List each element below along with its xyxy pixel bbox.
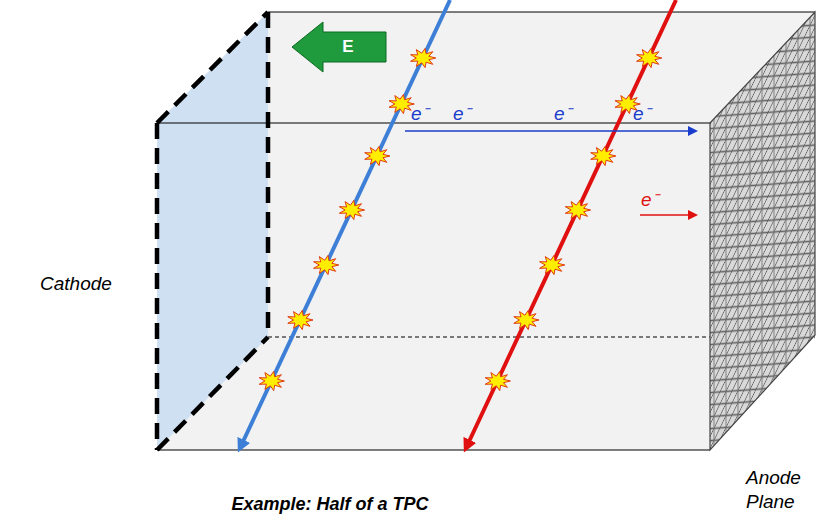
ionization-star — [288, 310, 313, 329]
ionization-star — [591, 146, 616, 165]
cathode-label: Cathode — [40, 272, 112, 296]
drift-arrow — [640, 214, 695, 216]
cathode-plane — [157, 12, 268, 450]
box-edge — [157, 123, 710, 124]
blue-track — [240, 0, 450, 448]
cathode-outline — [157, 12, 268, 450]
anode-plane — [710, 12, 815, 450]
ionization-star — [514, 310, 539, 329]
ionization-stars — [259, 48, 662, 390]
box-edge — [157, 450, 710, 451]
ionization-star — [540, 255, 565, 274]
electron-label: e⁻ — [453, 102, 470, 126]
field-label: E — [342, 36, 353, 57]
anode-label: Anode Plane — [746, 466, 818, 514]
electron-label: e⁻ — [641, 188, 658, 212]
electron-label: e⁻ — [411, 102, 428, 126]
ionization-star — [485, 371, 510, 390]
ionization-star — [389, 94, 414, 113]
ionization-star — [365, 146, 390, 165]
ionization-star — [339, 200, 364, 219]
electron-label: e⁻ — [633, 102, 650, 126]
ionization-star — [637, 48, 662, 67]
ionization-star — [411, 48, 436, 67]
box-edge — [268, 12, 815, 13]
drift-arrow — [405, 130, 695, 132]
electron-label: e⁻ — [554, 102, 571, 126]
ionization-star — [314, 255, 339, 274]
caption: Example: Half of a TPC — [231, 493, 428, 516]
ionization-star — [565, 200, 590, 219]
ionization-star — [259, 371, 284, 390]
red-track — [466, 0, 676, 448]
field-arrow — [292, 22, 386, 72]
